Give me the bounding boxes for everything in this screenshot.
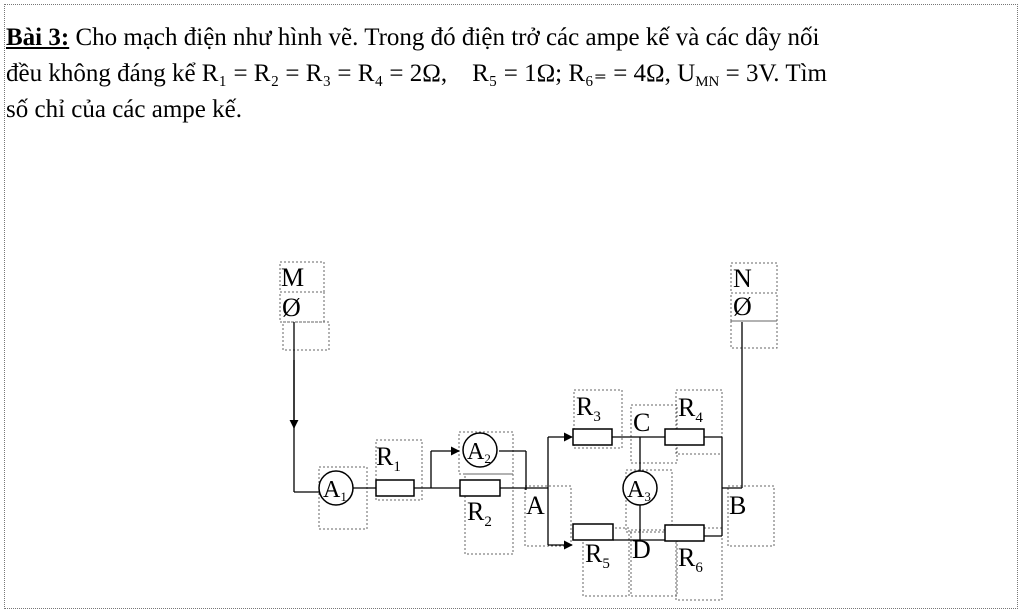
resistor-r2-body — [459, 479, 501, 497]
problem-line-2: đều không đáng kể R₁ = R₂ = R₃ = R₄ = 2Ω… — [6, 60, 828, 90]
problem-line-1: Bài 3: Cho mạch điện như hình vẽ. Trong … — [6, 24, 820, 51]
problem-line-3: số chỉ của các ampe kế. — [6, 96, 242, 123]
resistor-r6-label: R6 — [678, 543, 703, 576]
resistor-r5-body — [572, 523, 614, 541]
terminal-n-label: N — [733, 264, 752, 293]
r6-value: R₆₌ = 4Ω, — [568, 60, 671, 87]
ammeter-a3-label: A3 — [627, 477, 651, 504]
resistor-r6-body — [664, 524, 705, 542]
resistor-r3-label: R3 — [576, 392, 601, 425]
node-c-label: C — [633, 408, 650, 437]
r5-value: R₅ = 1Ω; — [472, 60, 563, 87]
equal-resistors-value: R₁ = R₂ = R₃ = R₄ = 2Ω, — [201, 60, 448, 87]
ammeter-a3-circle — [622, 470, 658, 506]
label-box-outlines — [279, 261, 778, 601]
node-a-label: A — [526, 491, 545, 520]
resistor-r1-body — [375, 479, 415, 497]
problem-statement: Bài 3: Cho mạch điện như hình vẽ. Trong … — [6, 20, 1018, 128]
ammeter-a2-circle — [462, 432, 498, 468]
node-d-label: D — [632, 535, 651, 564]
resistor-bodies — [375, 428, 705, 542]
terminal-m-symbol: Ø — [282, 293, 301, 322]
resistor-r1-label: R1 — [376, 442, 401, 475]
umn-subscript: MN — [695, 74, 720, 90]
problem-title: Bài 3: — [6, 24, 70, 51]
ammeter-circles — [318, 432, 658, 506]
terminal-n-symbol: Ø — [733, 292, 752, 321]
node-b-label: B — [729, 491, 746, 520]
resistor-r4-label: R4 — [678, 393, 703, 426]
page-frame — [4, 4, 1018, 609]
resistor-r4-body — [664, 428, 705, 446]
umn-symbol: U — [677, 60, 696, 87]
resistor-r5-label: R5 — [585, 539, 610, 572]
resistor-r2-label: R2 — [467, 497, 492, 530]
ammeter-a2-label: A2 — [467, 439, 491, 466]
ammeter-a1-label: A1 — [323, 477, 347, 504]
resistor-r3-body — [572, 428, 613, 446]
circuit-wires — [289, 322, 743, 550]
terminal-m-label: M — [281, 263, 304, 292]
ammeter-a1-circle — [318, 470, 354, 506]
umn-value: = 3V. Tìm — [719, 60, 828, 87]
